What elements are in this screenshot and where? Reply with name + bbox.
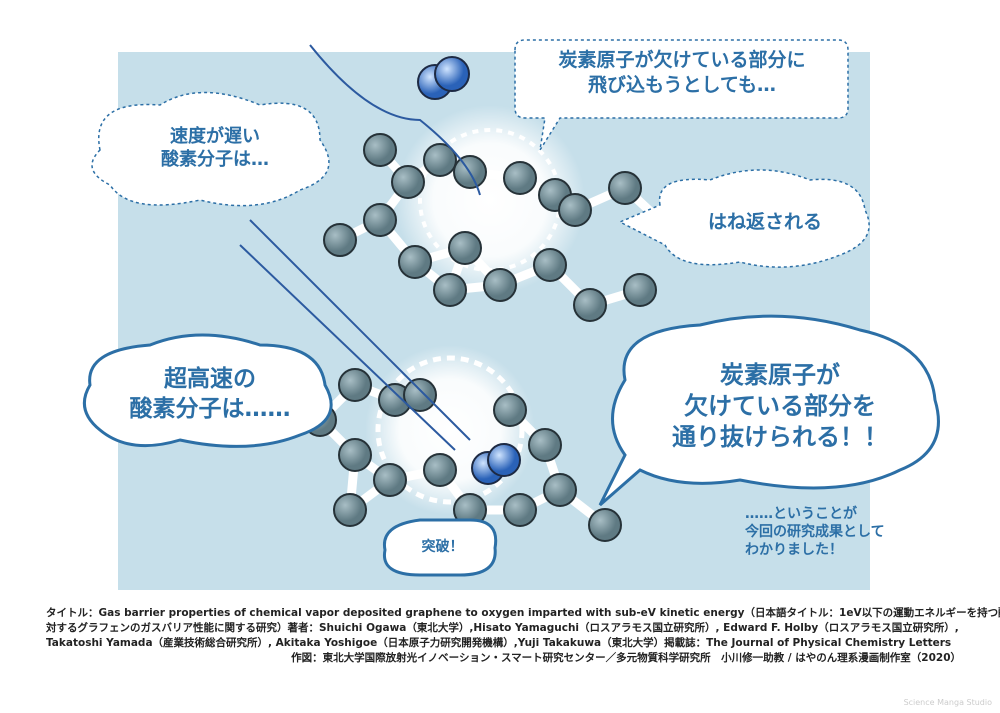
text-line: 今回の研究成果として [745, 524, 885, 541]
bubble-fast-text: 超高速の 酸素分子は…… [110, 365, 310, 425]
conclusion-text: ……ということが 今回の研究成果として わかりました！ [745, 505, 895, 560]
watermark: Science Manga Studio [903, 698, 992, 707]
text-line: 酸素分子は…… [129, 395, 291, 422]
oxygen-molecule-top [417, 56, 470, 100]
carbon-atom [391, 165, 425, 199]
bubble-try [514, 39, 849, 151]
text-line: 通り抜けられる！！ [672, 423, 888, 452]
carbon-atom [503, 493, 537, 527]
text-line: わかりました！ [745, 542, 843, 559]
bubble-pass [598, 314, 940, 507]
text-line: 飛び込もうとしても… [588, 73, 776, 96]
text-line: 超高速の [164, 366, 256, 392]
bubble-breakthrough-text: 突破！ [421, 539, 464, 555]
carbon-atom [483, 268, 517, 302]
carbon-atom [373, 463, 407, 497]
credit-line: Takatoshi Yamada（産業技術総合研究所）, Akitaka Yos… [46, 637, 952, 649]
text-line: 速度が遅い [170, 126, 260, 147]
carbon-atom [323, 223, 357, 257]
bubble-slow [91, 91, 330, 207]
credit-line: 対するグラフェンのガスバリア性能に関する研究）著者：Shuichi Ogawa（… [46, 622, 959, 634]
text-line: 炭素原子が [720, 361, 840, 389]
carbon-atom [528, 428, 562, 462]
drawing-credit: 作図：東北大学国際放射光イノベーション・スマート研究センター／多元物質科学研究所… [291, 652, 961, 664]
carbon-atom [338, 368, 372, 402]
bubble-pass-text: 炭素原子が 欠けている部分を 通り抜けられる！！ [630, 360, 930, 454]
carbon-atom [588, 508, 622, 542]
bubble-try-text: 炭素原子が欠けている部分に 飛び込もうとしても… [518, 48, 846, 97]
oxygen-molecule-bottom [471, 443, 521, 485]
carbon-atom [543, 473, 577, 507]
credits: タイトル：Gas barrier properties of chemical … [46, 606, 1000, 666]
carbon-atom [423, 453, 457, 487]
text-line: 炭素原子が欠けている部分に [558, 49, 806, 71]
carbon-atom [398, 245, 432, 279]
carbon-atom [623, 273, 657, 307]
bubble-fast [82, 333, 333, 448]
carbon-atom [363, 133, 397, 167]
text-line: 欠けている部分を [684, 392, 876, 421]
carbon-atom [573, 288, 607, 322]
carbon-atom [333, 493, 367, 527]
carbon-atom [403, 378, 437, 412]
carbon-atom [493, 393, 527, 427]
carbon-atom [338, 438, 372, 472]
bubble-bounce-text: はね返される [707, 211, 822, 233]
carbon-atom [433, 273, 467, 307]
bubble-slow-text: 速度が遅い 酸素分子は… [130, 125, 300, 172]
carbon-atom [503, 161, 537, 195]
carbon-atom [558, 193, 592, 227]
carbon-atom [448, 231, 482, 265]
text-line: ……ということが [745, 506, 857, 522]
carbon-atom [363, 203, 397, 237]
carbon-atom [533, 248, 567, 282]
carbon-atom [608, 171, 642, 205]
bubble-breakthrough [382, 518, 498, 577]
credit-line: タイトル：Gas barrier properties of chemical … [46, 607, 1000, 619]
bubble-bounce [618, 169, 870, 268]
text-line: 酸素分子は… [161, 149, 269, 171]
carbon-atom [423, 143, 457, 177]
